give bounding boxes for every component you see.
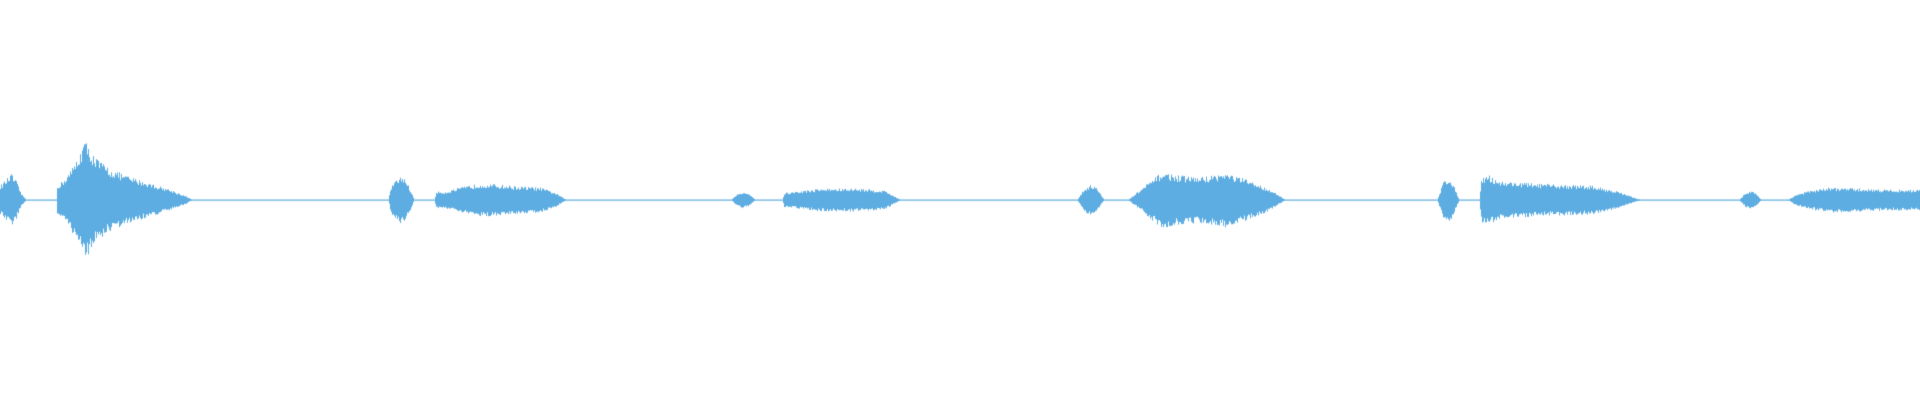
- waveform-view[interactable]: [0, 0, 1920, 400]
- audio-waveform[interactable]: [0, 0, 1920, 400]
